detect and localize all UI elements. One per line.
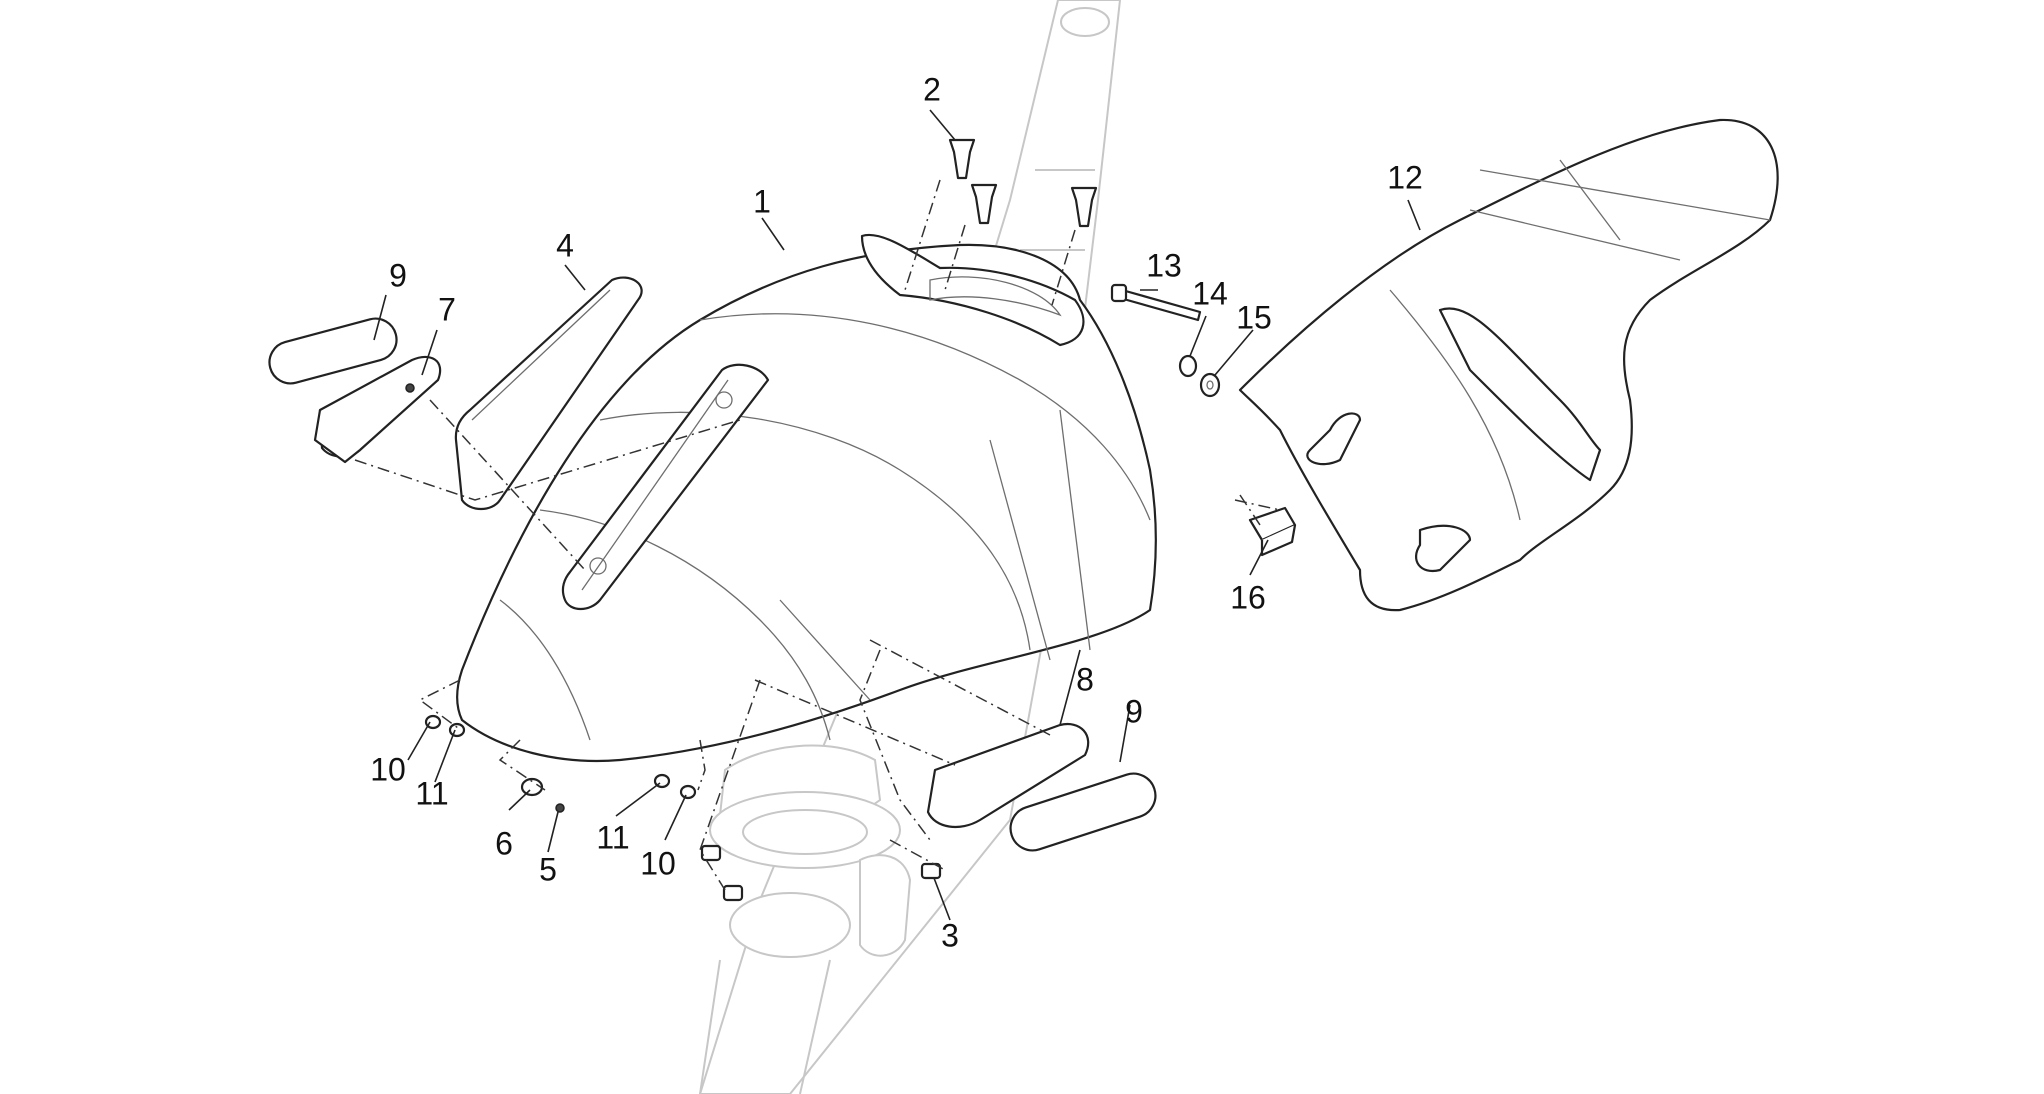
label-15: 15 (1236, 299, 1272, 335)
side-strip-left (454, 276, 643, 511)
label-11-right: 11 (596, 819, 629, 855)
holder-bracket-left (313, 355, 442, 464)
label-3: 3 (941, 917, 959, 953)
label-10-left: 10 (370, 751, 406, 787)
assembly-lines (354, 179, 1281, 891)
washer-15 (1199, 372, 1221, 398)
label-6: 6 (495, 825, 513, 861)
label-2: 2 (923, 71, 941, 107)
part-labels: 1 2 3 4 5 6 7 8 9 9 10 10 11 11 12 13 14… (370, 71, 1423, 953)
label-14: 14 (1192, 275, 1228, 311)
label-1: 1 (753, 183, 771, 219)
small-parts-bottom (424, 714, 942, 902)
holder-bracket-right (926, 722, 1090, 828)
label-12: 12 (1387, 159, 1423, 195)
label-7: 7 (438, 291, 456, 327)
label-8: 8 (1076, 661, 1094, 697)
rear-hugger (1238, 118, 1779, 612)
label-11-left: 11 (415, 775, 448, 811)
leader-lines (373, 109, 1421, 921)
washer-14 (1178, 354, 1198, 378)
bolt-13 (1110, 283, 1202, 322)
end-cap-left (268, 317, 398, 385)
label-9-left: 9 (389, 257, 407, 293)
label-5: 5 (539, 851, 557, 887)
front-mudguard (456, 233, 1157, 763)
label-16: 16 (1230, 579, 1266, 615)
label-9-right: 9 (1125, 693, 1143, 729)
label-10-right: 10 (640, 845, 676, 881)
label-4: 4 (556, 227, 574, 263)
clip-16 (1248, 506, 1297, 557)
top-screws (948, 138, 1098, 228)
label-13: 13 (1146, 247, 1182, 283)
end-cap-right (1009, 772, 1157, 852)
